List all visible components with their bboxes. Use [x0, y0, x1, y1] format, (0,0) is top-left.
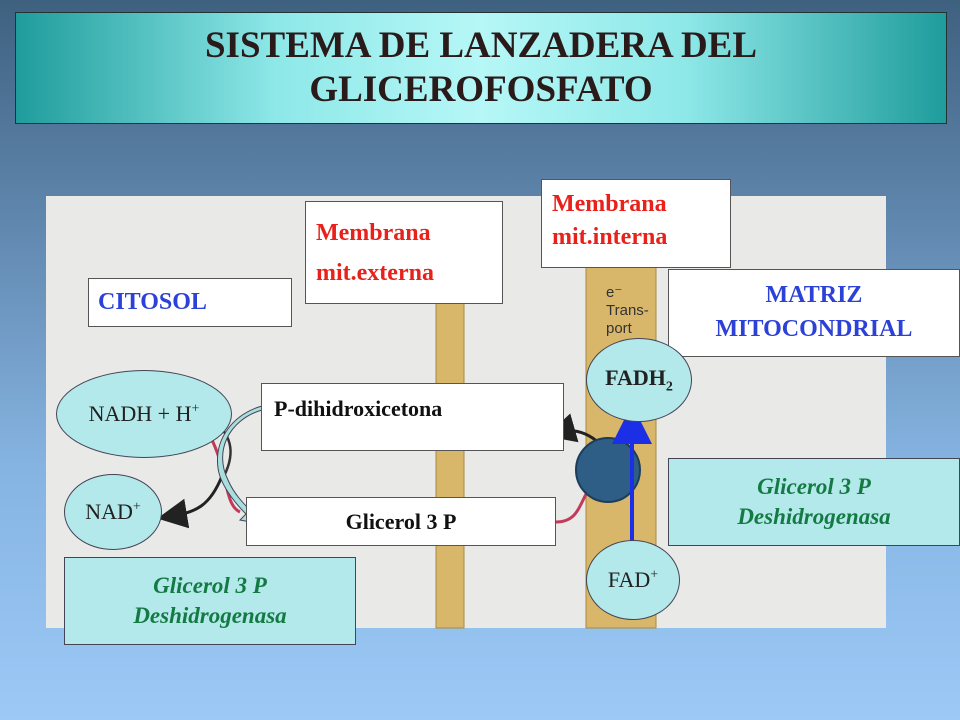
g3p-label: Glicerol 3 P [345, 509, 457, 534]
nad-superscript: + [132, 499, 141, 515]
g3p-box: Glicerol 3 P [246, 497, 556, 546]
cytosol-label-text: CITOSOL [98, 289, 207, 315]
enzyme-matrix-line-2: Deshidrogenasa [737, 504, 891, 529]
nad-ellipse: NAD+ [64, 474, 162, 550]
dhap-label: P-dihidroxicetona [274, 396, 443, 421]
fadh2-subscript: 2 [665, 379, 673, 395]
oxidation-arrow-nad [157, 475, 224, 529]
cytosol-label: CITOSOL [88, 278, 292, 327]
fad-text: FAD [607, 567, 651, 592]
outer-membrane-label-line-2: mit.externa [316, 260, 434, 286]
membrane-enzyme [575, 437, 641, 503]
nadh-superscript: + [191, 401, 200, 417]
fadh2-text: FADH [605, 364, 666, 390]
fadh2-ellipse: FADH2 [586, 338, 692, 422]
matrix-label: MATRIZ MITOCONDRIAL [668, 269, 960, 357]
enzyme-cytosol-line-2: Deshidrogenasa [133, 603, 287, 628]
outer-membrane-label: Membrana mit.externa [305, 201, 503, 304]
etransport-line-1: e⁻ [606, 284, 623, 301]
fadh2-label: FADH2 [605, 365, 673, 395]
inner-membrane-label-line-1: Membrana [552, 191, 667, 217]
enzyme-label-matrix: Glicerol 3 P Deshidrogenasa [668, 458, 960, 546]
title-line-2: GLICEROFOSFATO [309, 69, 653, 110]
fad-label: FAD+ [608, 567, 658, 593]
nad-label: NAD+ [85, 499, 141, 525]
nadh-ellipse: NADH + H+ [56, 370, 232, 458]
enzyme-cytosol-line-1: Glicerol 3 P [153, 573, 267, 598]
inner-membrane-label-line-2: mit.interna [552, 224, 668, 250]
matrix-label-line-1: MATRIZ [765, 282, 863, 308]
electron-transport-label: e⁻ Trans- port [606, 284, 649, 338]
fad-superscript: + [650, 567, 659, 583]
matrix-label-line-2: MITOCONDRIAL [715, 316, 913, 342]
nadh-text: NADH + H [88, 401, 192, 426]
title-line-1: SISTEMA DE LANZADERA DEL [204, 25, 758, 66]
nad-text: NAD [85, 499, 133, 524]
etransport-line-2: Trans- [606, 302, 649, 319]
enzyme-matrix-line-1: Glicerol 3 P [757, 474, 871, 499]
enzyme-label-cytosol: Glicerol 3 P Deshidrogenasa [64, 557, 356, 645]
fad-ellipse: FAD+ [586, 540, 680, 620]
inner-membrane-label: Membrana mit.interna [541, 179, 731, 268]
dhap-box: P-dihidroxicetona [261, 383, 564, 451]
outer-membrane-label-line-1: Membrana [316, 220, 431, 246]
nadh-label: NADH + H+ [89, 401, 200, 427]
etransport-line-3: port [606, 320, 632, 337]
